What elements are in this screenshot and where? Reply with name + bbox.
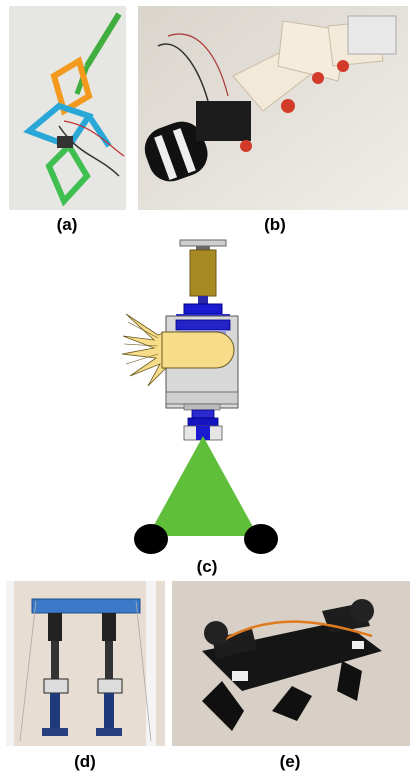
green-triangle-base: [148, 436, 258, 536]
caption-e: (e): [279, 752, 301, 771]
caption-b: (b): [264, 215, 286, 234]
caption-d: (d): [74, 752, 96, 771]
photo-e-quadruped-robot: [172, 581, 410, 746]
upper-blue-joint: [183, 303, 223, 315]
photo-d-bipedal-robot: [6, 581, 165, 746]
caption-a: (a): [56, 215, 78, 234]
photo-a-stick-robot: [9, 6, 126, 210]
top-plate: [179, 239, 227, 247]
spiked-paddle: [121, 313, 235, 387]
right-wheel: [244, 524, 278, 554]
olive-actuator: [189, 249, 217, 297]
caption-c: (c): [196, 557, 218, 576]
diagram-c-schematic: [118, 236, 288, 556]
photo-b-wheeled-robot: [138, 6, 408, 210]
left-wheel: [134, 524, 168, 554]
